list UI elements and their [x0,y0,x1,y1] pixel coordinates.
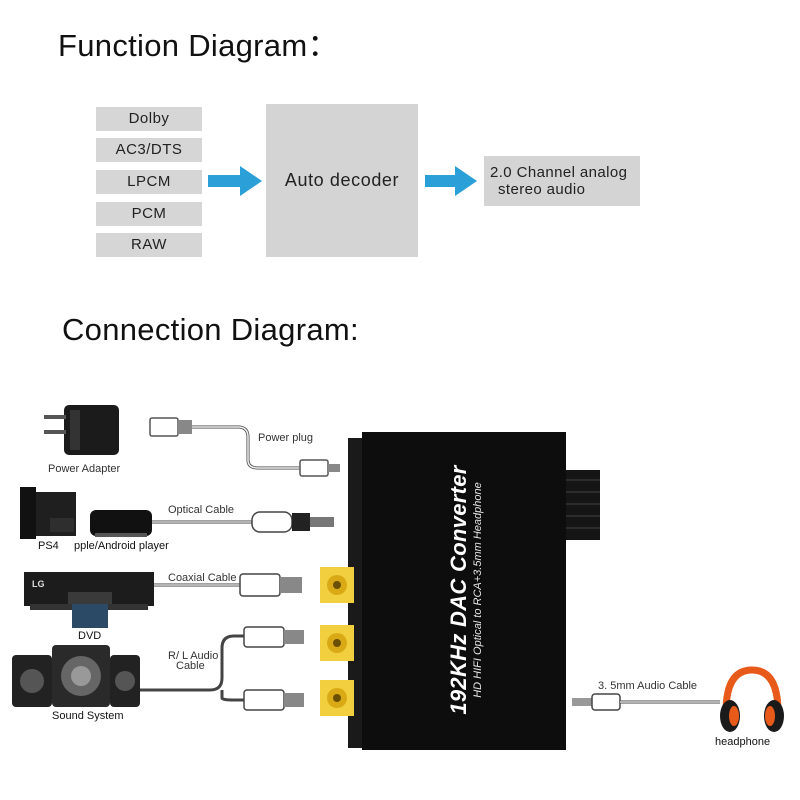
rca-cable-icon [140,626,304,711]
media-player-icon [90,510,152,537]
output-box: 2.0 Channel analog stereo audio [484,156,640,206]
format-raw: RAW [96,233,202,257]
format-pcm: PCM [96,202,202,226]
dvd-logo: LG [32,579,45,589]
usb-cable-icon [149,417,340,477]
label-player: pple/Android player [74,540,169,552]
label-ps4: PS4 [38,540,59,552]
format-ac3-dts: AC3/DTS [96,138,202,162]
label-coaxial-cable: Coaxial Cable [168,572,237,584]
format-dolby: Dolby [96,107,202,131]
connection-diagram-title: Connection Diagram: [62,312,359,347]
device-title: 192KHz DAC Converter [446,465,471,715]
ps4-console-icon [20,487,76,539]
function-arrows [208,166,477,196]
headphone-icon [720,666,784,732]
output-line-2: stereo audio [498,181,586,198]
label-headphone: headphone [715,736,771,748]
audio-cable-3-5mm-icon [572,693,720,711]
dvd-player-icon [24,572,154,628]
sound-system-icon [12,645,140,707]
label-optical-cable: Optical Cable [168,504,235,516]
label-rl-audio: R/ L Audio [168,650,219,662]
label-dvd: DVD [78,630,102,642]
label-power-adapter: Power Adapter [48,463,121,475]
device-subtitle: HD HIFI Optical to RCA+3.5mm Headphone [472,482,484,698]
power-adapter-icon [44,405,119,455]
label-sound-system: Sound System [52,710,124,722]
label-power-plug: Power plug [258,432,314,444]
dac-converter-device [320,432,600,750]
auto-decoder-box: Auto decoder [266,104,418,257]
label-audio-cable: 3. 5mm Audio Cable [598,680,698,692]
arrow-right-icon [208,166,262,196]
arrow-right-icon [425,166,477,196]
format-lpcm: LPCM [96,170,202,194]
label-rl-cable: Cable [176,660,205,672]
output-line-1: 2.0 Channel analog [490,164,628,181]
function-diagram-title: Function Diagram： [58,28,339,63]
coaxial-cable-icon [154,573,302,597]
optical-cable-icon [152,511,334,533]
